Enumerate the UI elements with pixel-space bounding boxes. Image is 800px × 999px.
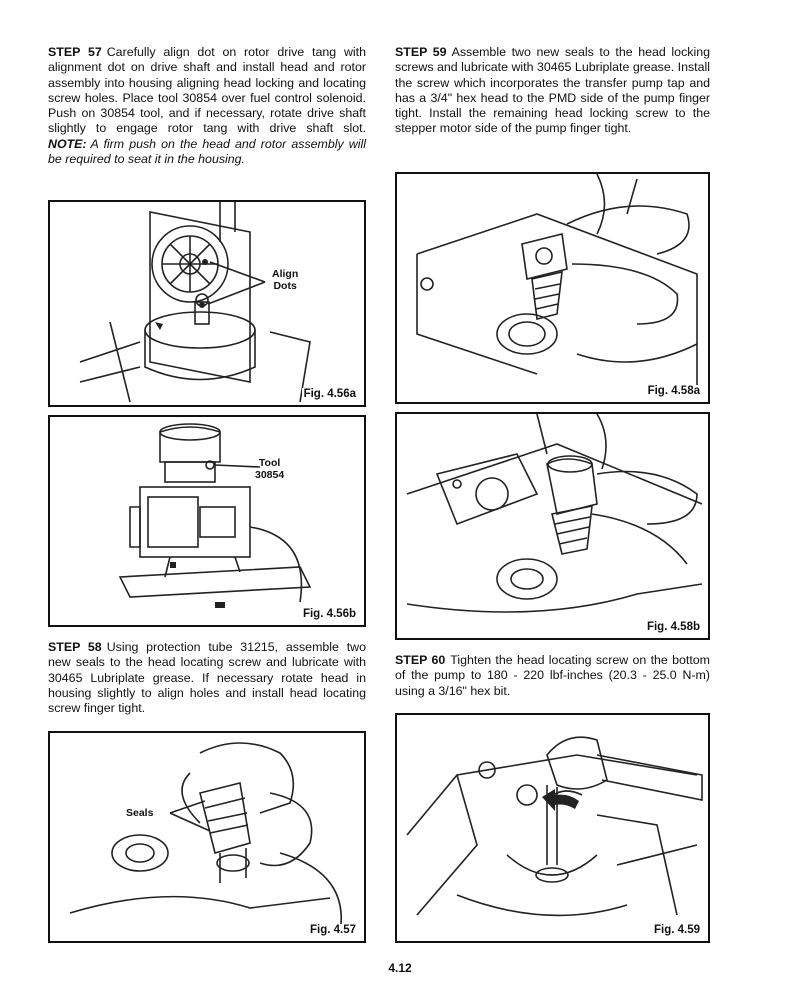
page-number: 4.12 — [388, 961, 412, 975]
figure-4-56a-caption: Fig. 4.56a — [301, 388, 358, 400]
figure-4-58b-caption: Fig. 4.58b — [644, 621, 702, 633]
figure-4-57-caption: Fig. 4.57 — [307, 924, 358, 936]
align-dots-line-2: Dots — [273, 280, 297, 292]
figure-4-56b-illustration — [118, 423, 312, 608]
figure-4-56a: Align Dots Fig. 4.56a — [48, 200, 366, 407]
tool-30854-line-2: 30854 — [255, 469, 285, 481]
step-57-label: STEP 57 — [48, 45, 102, 59]
figure-4-58a: Fig. 4.58a — [395, 172, 710, 404]
figure-4-58b-illustration — [406, 414, 703, 613]
step-57-note-label: NOTE: — [48, 136, 87, 151]
figure-4-58b: Fig. 4.58b — [395, 412, 710, 640]
step-59-body: Assemble two new seals to the head locki… — [395, 45, 710, 136]
align-dots-line-1: Align — [272, 268, 299, 280]
align-dots-callout: Align Dots — [272, 268, 298, 292]
figure-4-58a-illustration — [416, 174, 698, 394]
figure-4-59-caption: Fig. 4.59 — [651, 924, 702, 936]
figure-4-56a-illustration — [79, 202, 311, 403]
tool-30854-line-1: Tool — [258, 457, 281, 469]
seals-callout: Seals — [126, 807, 154, 819]
figure-4-59: Fig. 4.59 — [395, 713, 710, 943]
step-59-label: STEP 59 — [395, 45, 447, 59]
figure-4-57-illustration — [69, 742, 342, 934]
step-57-body: Carefully align dot on rotor drive tang … — [48, 45, 366, 136]
step-60-body: Tighten the head locating screw on the b… — [395, 653, 710, 698]
figure-4-56b-caption: Fig. 4.56b — [300, 608, 358, 620]
figure-4-57: Seals Fig. 4.57 — [48, 731, 366, 943]
step-60-label: STEP 60 — [395, 653, 446, 667]
step-58-body: Using protection tube 31215, assemble tw… — [48, 640, 366, 716]
tool-30854-callout: Tool 30854 — [255, 457, 284, 481]
figure-4-58a-caption: Fig. 4.58a — [645, 385, 702, 397]
figure-4-56b: Tool 30854 Fig. 4.56b — [48, 415, 366, 627]
step-57-note-text: A firm push on the head and rotor assemb… — [48, 136, 366, 167]
figure-4-59-illustration — [406, 736, 703, 917]
step-58-label: STEP 58 — [48, 640, 102, 654]
